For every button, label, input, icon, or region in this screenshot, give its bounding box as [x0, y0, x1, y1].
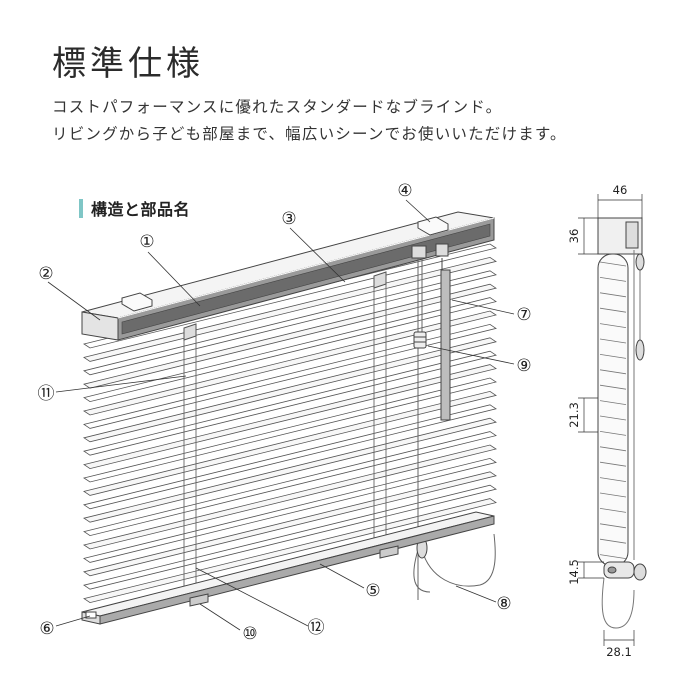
callout-6: ⑥ — [39, 619, 54, 639]
slat — [83, 350, 497, 456]
side-slat — [599, 554, 627, 559]
callout-7: ⑦ — [516, 305, 531, 325]
side-slat — [599, 338, 627, 344]
slat — [83, 471, 497, 577]
side-slat — [599, 461, 627, 467]
callout-2: ② — [38, 264, 53, 284]
callout-3: ③ — [281, 209, 296, 229]
side-slat — [599, 277, 627, 282]
side-slat — [599, 307, 627, 313]
side-slat — [599, 446, 627, 452]
slat — [83, 431, 497, 537]
callout-1: ① — [139, 232, 154, 252]
slat — [83, 444, 497, 550]
brackets — [121, 216, 449, 312]
side-slat — [599, 384, 627, 390]
slat — [83, 417, 497, 523]
callout-10: ⑩ — [242, 624, 257, 644]
dim-bottom-width: 28.1 — [606, 645, 632, 659]
slat — [83, 310, 497, 416]
slat — [83, 377, 497, 483]
side-slat — [599, 508, 627, 513]
callout-5: ⑤ — [365, 581, 380, 601]
slat — [83, 498, 497, 604]
description-line-1: コストパフォーマンスに優れたスタンダードなブラインド。 — [52, 98, 503, 116]
slat — [83, 484, 497, 590]
slat — [83, 283, 497, 389]
dim-headrail-width: 46 — [613, 183, 628, 197]
dim-headrail-height: 36 — [567, 229, 581, 244]
callout-12: ⑫ — [308, 618, 325, 638]
side-slat — [599, 431, 627, 436]
callout-8: ⑧ — [496, 594, 511, 614]
side-slat — [599, 323, 627, 328]
page-title: 標準仕様 — [52, 44, 204, 84]
callout-11: ⑪ — [38, 384, 55, 404]
slat — [83, 297, 497, 403]
description-line-2: リビングから子ども部屋まで、幅広いシーンでお使いいただけます。 — [52, 125, 567, 143]
dimension-lines — [578, 194, 643, 646]
section-accent-bar — [79, 198, 83, 218]
leader-lines — [47, 199, 515, 631]
side-slat — [599, 292, 627, 298]
side-slat — [599, 261, 627, 267]
side-slat — [599, 400, 627, 405]
callout-4: ④ — [397, 181, 412, 201]
slat — [83, 404, 497, 510]
side-slat — [599, 538, 627, 544]
callouts: ① ② ③ ④ ⑤ ⑥ ⑦ ⑧ ⑨ ⑩ ⑪ ⑫ — [38, 181, 532, 644]
slat — [83, 457, 497, 563]
callout-9: ⑨ — [516, 356, 531, 376]
blind-illustration — [81, 211, 497, 625]
side-view — [597, 217, 647, 629]
dim-slat-pitch: 21.3 — [567, 402, 581, 428]
side-slat — [599, 492, 627, 498]
slat — [83, 390, 497, 496]
dim-bottom-rail-height: 14.5 — [567, 559, 581, 585]
slat — [83, 323, 497, 429]
side-slat — [599, 477, 627, 482]
side-slat — [599, 354, 627, 359]
slat — [83, 337, 497, 443]
ladder-cords — [183, 276, 387, 600]
side-slat — [599, 415, 627, 421]
bottom-rail — [81, 511, 495, 625]
slat — [83, 364, 497, 470]
section-heading: 構造と部品名 — [79, 196, 190, 220]
section-label: 構造と部品名 — [91, 200, 191, 219]
side-slat — [599, 523, 627, 529]
side-slats — [599, 261, 627, 559]
dimension-labels: 46 36 21.3 14.5 28.1 — [567, 183, 632, 659]
head-rail — [81, 211, 495, 341]
slat — [83, 270, 497, 376]
side-slat — [599, 369, 627, 375]
